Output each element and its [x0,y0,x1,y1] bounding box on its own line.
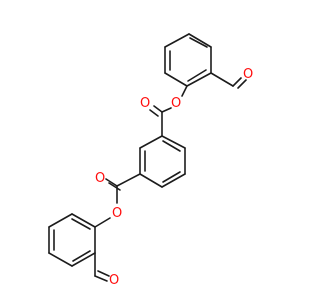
bond [153,105,163,113]
atom-labels: O O O O O O [95,67,253,288]
structure-svg: O O O O O O [48,33,253,288]
oxygen-label: O [140,96,150,111]
bond [72,250,91,262]
bond [162,171,181,183]
oxygen-label: O [109,273,119,288]
oxygen-label: O [171,96,181,111]
bond [188,33,212,48]
bond [164,33,190,48]
bond [139,135,163,149]
oxygen-label: O [95,171,105,186]
bond [97,270,110,277]
bond [187,69,207,82]
oxygen-label: O [112,206,122,221]
bond [116,173,141,187]
bond [71,218,91,230]
bond [108,182,121,191]
bond [189,37,208,48]
bond [164,72,188,87]
bond [71,213,96,228]
bond [94,275,108,282]
oxygen-label: O [243,67,253,82]
bond [210,72,234,87]
bond [237,79,247,89]
bond [139,173,163,188]
bond [161,107,172,113]
bond [161,173,186,188]
bond [162,140,181,152]
bond [48,252,73,267]
bonds [48,33,247,282]
bond [186,72,212,87]
bond [94,217,111,228]
bond [48,213,73,228]
bond [71,252,96,267]
bond [181,85,188,97]
molecule-diagram: O O O O O O [48,33,253,288]
bond [161,135,186,149]
bond [232,77,242,87]
bond [149,109,159,117]
bond [105,178,118,187]
